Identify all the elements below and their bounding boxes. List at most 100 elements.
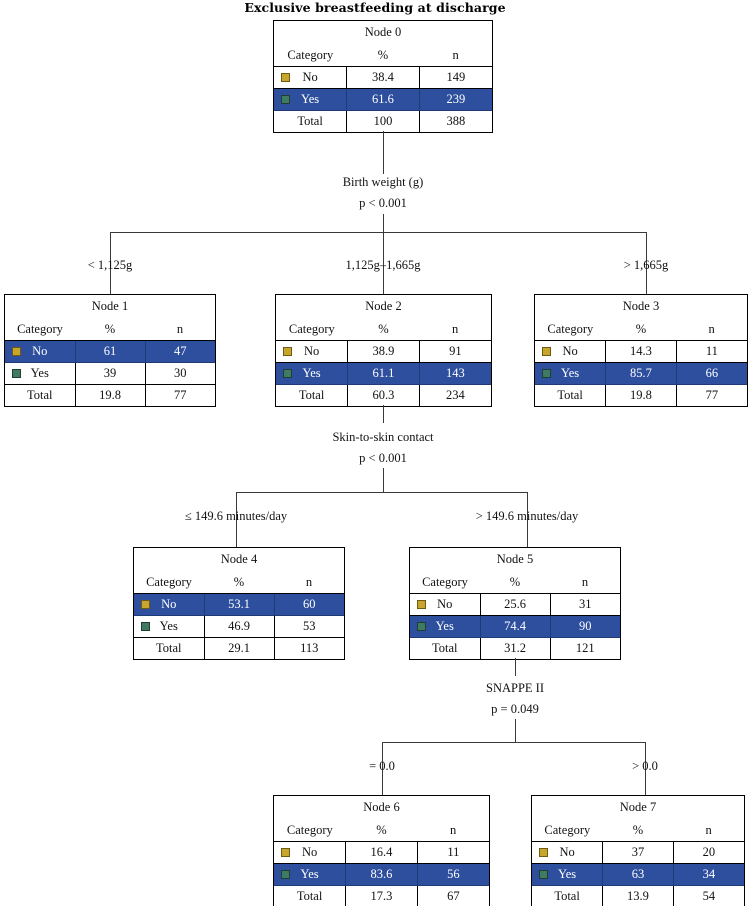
node-7-row-yes-n: 34 (672, 863, 744, 886)
split-3-label: SNAPPE II p = 0.049 (435, 681, 595, 717)
node-1-column-header-category: Category (5, 317, 75, 341)
node-4-box[interactable]: Node 4 Category % n No 53.1 60 Yes 46.9 … (133, 547, 345, 660)
edge-label-gt-1665g: > 1,665g (623, 258, 669, 272)
node-2-row-total-n: 234 (419, 384, 491, 406)
connector-split1-stem (383, 214, 384, 232)
node-2-row-yes-pct: 61.1 (347, 362, 420, 385)
square-marker-gold-icon (417, 600, 426, 609)
square-marker-green-icon (141, 622, 150, 631)
connector-split1-drop-right (646, 232, 647, 294)
column-header-n: n (419, 43, 492, 67)
connector-node5-stem (515, 658, 516, 676)
connector-split2-drop-left (236, 492, 237, 547)
connector-split3-stem (515, 719, 516, 742)
page-title: Exclusive breastfeeding at discharge (244, 0, 506, 15)
node-1-box[interactable]: Node 1 Category % n No 61 47 Yes 39 30 T… (4, 294, 216, 407)
node-6-column-header-category: Category (274, 818, 346, 842)
node-4-row-yes-pct: 46.9 (203, 615, 275, 638)
node-6-row-no-pct: 16.4 (345, 841, 418, 864)
node-1-row-no-pct: 61 (74, 340, 146, 363)
node-7-column-header-pct: % (602, 818, 674, 842)
node-3-row-total-pct: 19.8 (605, 384, 677, 406)
node-4-column-header-pct: % (204, 570, 274, 594)
node-7-title: Node 7 (619, 800, 657, 814)
node-4-column-header-n: n (274, 570, 344, 594)
node-2-row-no-pct: 38.9 (347, 340, 420, 363)
node-3-box[interactable]: Node 3 Category % n No 14.3 11 Yes 85.7 … (534, 294, 748, 407)
connector-split1-drop-left (110, 232, 111, 294)
node-7-column-header-category: Category (532, 818, 603, 842)
node-4-row-yes-n: 53 (273, 615, 344, 638)
edge-label-gt-149-6-minutes: > 149.6 minutes/day (475, 509, 579, 523)
split-1-label: Birth weight (g) p < 0.001 (283, 175, 483, 211)
node-6-row-total-label: Total (274, 885, 347, 906)
node-4-column-header-category: Category (134, 570, 204, 594)
node-5-column-header-category: Category (410, 570, 480, 594)
node-1-row-yes-category: Yes (5, 362, 76, 385)
node-1-row-no-category: No (5, 340, 76, 363)
square-marker-gold-icon (281, 73, 290, 82)
node-6-row-total-pct: 17.3 (345, 885, 418, 906)
node-3-column-header-category: Category (535, 317, 606, 341)
node-1-row-total-pct: 19.8 (75, 384, 146, 406)
node-4-title: Node 4 (220, 552, 258, 566)
split-2-label: Skin-to-skin contact p < 0.001 (283, 430, 483, 466)
node-7-column-header-n: n (673, 818, 744, 842)
node-4-row-no-n: 60 (273, 593, 344, 616)
node-5-row-total-n: 121 (550, 637, 620, 659)
split-2-variable: Skin-to-skin contact (332, 430, 434, 444)
node-3-row-yes-pct: 85.7 (605, 362, 677, 385)
node-2-column-header-pct: % (347, 317, 420, 341)
square-marker-gold-icon (542, 347, 551, 356)
edge-label-lte-149-6-minutes: ≤ 149.6 minutes/day (184, 509, 288, 523)
node-3-row-total-label: Total (535, 384, 607, 406)
node-2-box[interactable]: Node 2 Category % n No 38.9 91 Yes 61.1 … (275, 294, 492, 407)
node-5-column-header-pct: % (480, 570, 550, 594)
node-7-row-no-pct: 37 (602, 841, 674, 864)
edge-label-gt-0-0: > 0.0 (632, 759, 658, 773)
split-3-pvalue: p = 0.049 (491, 702, 539, 716)
square-marker-gold-icon (283, 347, 292, 356)
node-6-row-no-category: No (274, 841, 347, 864)
node-0-row-no-pct: 38.4 (346, 66, 420, 89)
node-7-row-total-n: 54 (673, 885, 744, 906)
node-1-row-no-n: 47 (144, 340, 215, 363)
node-2-column-header-category: Category (276, 317, 348, 341)
node-0-box[interactable]: Node 0 Category % n No 38.4 149 Yes 61.6… (273, 20, 493, 133)
square-marker-green-icon (283, 369, 292, 378)
node-3-row-no-category: No (535, 340, 607, 363)
node-2-row-yes-n: 143 (418, 362, 491, 385)
node-3-row-yes-category: Yes (535, 362, 607, 385)
node-5-box[interactable]: Node 5 Category % n No 25.6 31 Yes 74.4 … (409, 547, 621, 660)
node-5-row-no-category: No (410, 593, 481, 616)
node-4-row-no-category: No (134, 593, 205, 616)
node-1-row-yes-n: 30 (144, 362, 215, 385)
node-6-row-no-n: 11 (416, 841, 489, 864)
split-1-variable: Birth weight (g) (342, 175, 424, 189)
node-4-row-no-pct: 53.1 (203, 593, 275, 616)
square-marker-gold-icon (12, 347, 21, 356)
node-5-row-no-pct: 25.6 (479, 593, 551, 616)
node-6-row-yes-category: Yes (274, 863, 347, 886)
square-marker-green-icon (281, 870, 290, 879)
node-1-row-yes-pct: 39 (74, 362, 146, 385)
node-0-row-no-n: 149 (418, 66, 492, 89)
node-0-row-yes-category: Yes (274, 88, 348, 111)
node-5-row-total-label: Total (410, 637, 481, 659)
node-6-box[interactable]: Node 6 Category % n No 16.4 11 Yes 83.6 … (273, 795, 490, 906)
node-0-row-yes-pct: 61.6 (346, 88, 420, 111)
edge-label-eq-0-0: = 0.0 (369, 759, 395, 773)
node-5-row-total-pct: 31.2 (480, 637, 551, 659)
square-marker-green-icon (281, 95, 290, 104)
node-5-row-no-n: 31 (549, 593, 620, 616)
square-marker-gold-icon (539, 848, 548, 857)
connector-split3-drop-right (645, 742, 646, 795)
node-6-row-yes-n: 56 (416, 863, 489, 886)
connector-split3-bus (382, 742, 645, 743)
node-2-row-yes-category: Yes (276, 362, 349, 385)
node-0-row-no-category: No (274, 66, 348, 89)
node-3-column-header-n: n (676, 317, 747, 341)
node-7-row-yes-category: Yes (532, 863, 604, 886)
node-7-box[interactable]: Node 7 Category % n No 37 20 Yes 63 34 T… (531, 795, 745, 906)
